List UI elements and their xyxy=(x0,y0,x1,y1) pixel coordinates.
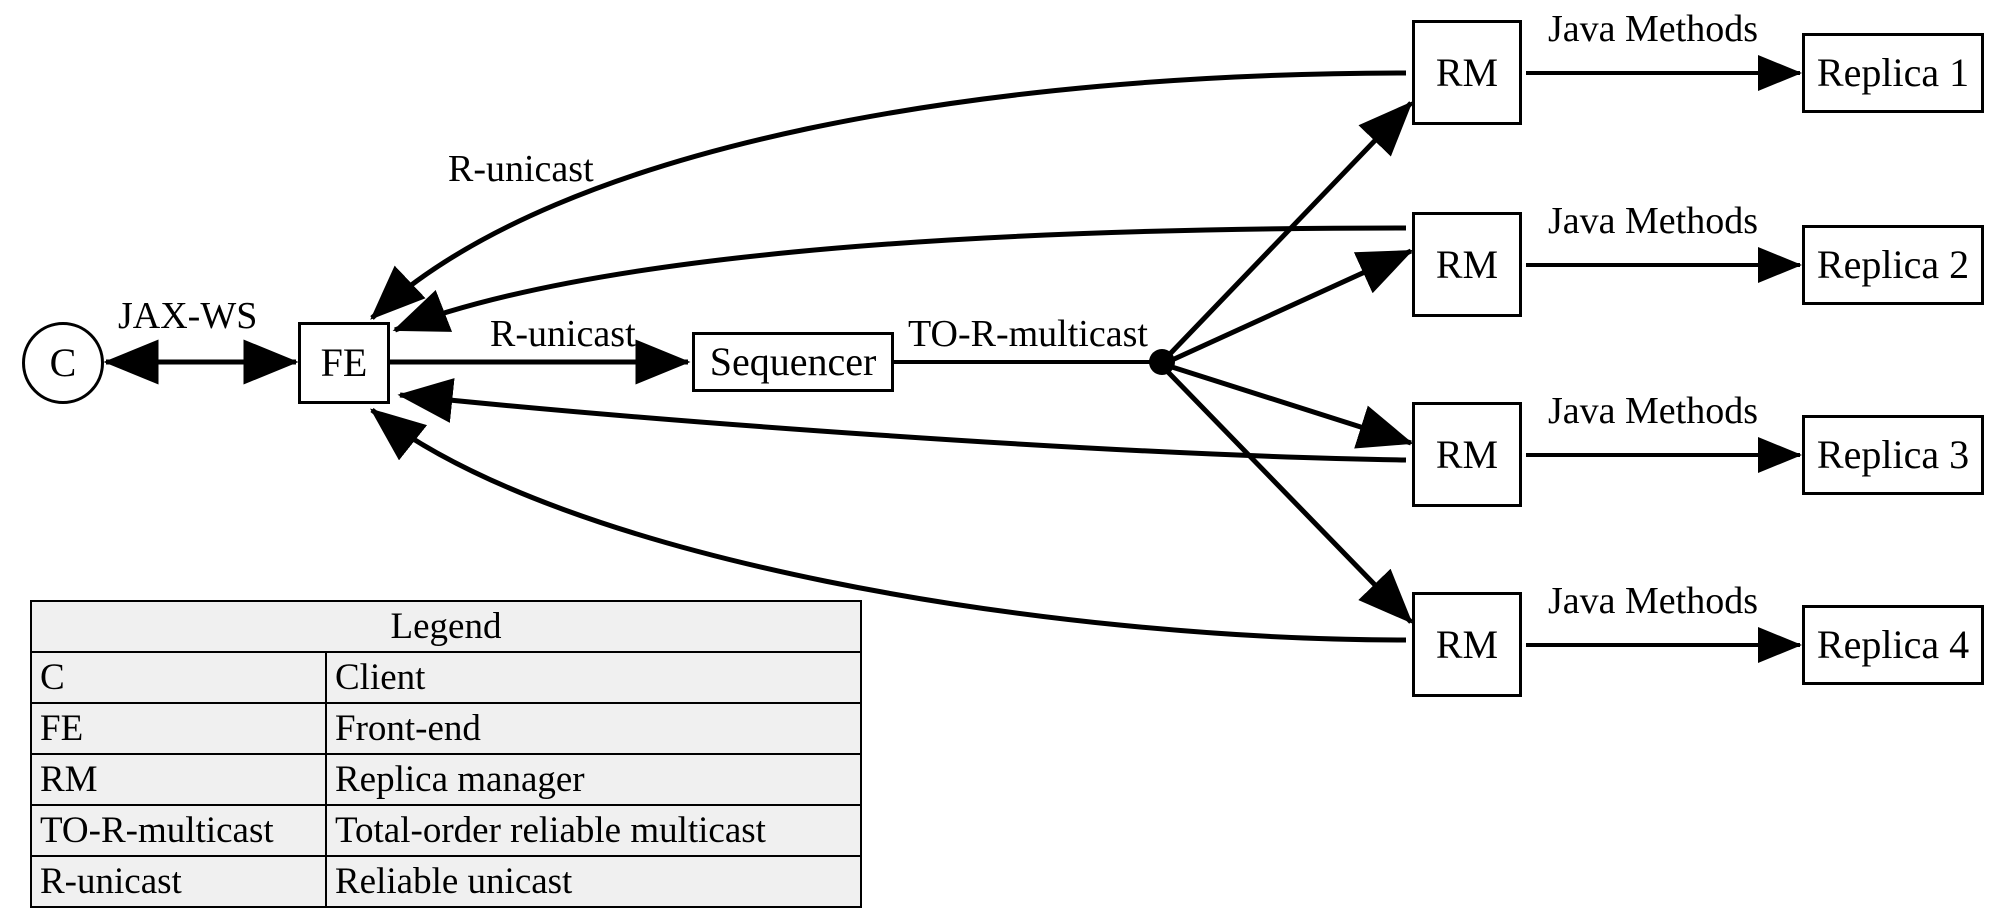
edge-junction-rm2 xyxy=(1170,248,1414,363)
node-rm-1-label: RM xyxy=(1435,49,1499,95)
legend-row: R-unicast Reliable unicast xyxy=(30,855,862,908)
node-rm-2[interactable]: RM xyxy=(1412,212,1522,317)
node-replica-1-label: Replica 1 xyxy=(1816,50,1970,95)
node-replica-3[interactable]: Replica 3 xyxy=(1802,415,1984,495)
legend-key: R-unicast xyxy=(30,855,327,908)
legend-table: Legend C Client FE Front-end RM Replica … xyxy=(30,600,862,908)
legend-value: Replica manager xyxy=(325,753,862,806)
legend-body: C Client FE Front-end RM Replica manager… xyxy=(30,651,862,908)
legend-row: RM Replica manager xyxy=(30,753,862,806)
legend-value: Total-order reliable multicast xyxy=(325,804,862,857)
node-rm-3-label: RM xyxy=(1435,431,1499,477)
legend-row: FE Front-end xyxy=(30,702,862,755)
node-client[interactable]: C xyxy=(22,322,104,404)
node-rm-1[interactable]: RM xyxy=(1412,20,1522,125)
edge-label-java-methods-3: Java Methods xyxy=(1548,390,1759,432)
legend-key: RM xyxy=(30,753,327,806)
legend-title: Legend xyxy=(30,600,862,653)
legend-key: TO-R-multicast xyxy=(30,804,327,857)
legend-key: C xyxy=(30,651,327,704)
edge-rm3-frontend-return xyxy=(397,378,1407,463)
node-replica-3-label: Replica 3 xyxy=(1816,432,1970,477)
node-rm-2-label: RM xyxy=(1435,241,1499,287)
legend-row: TO-R-multicast Total-order reliable mult… xyxy=(30,804,862,857)
node-replica-4[interactable]: Replica 4 xyxy=(1802,605,1984,685)
edge-junction-rm3 xyxy=(1171,364,1414,449)
edge-label-r-unicast-request: R-unicast xyxy=(490,313,636,355)
edge-rm2-frontend-return xyxy=(392,225,1407,333)
edge-label-r-unicast-return: R-unicast xyxy=(448,148,594,190)
edge-label-to-r-multicast: TO-R-multicast xyxy=(908,313,1148,355)
edge-rm1-frontend-return xyxy=(370,70,1407,320)
node-replica-2-label: Replica 2 xyxy=(1816,242,1970,287)
node-rm-4[interactable]: RM xyxy=(1412,592,1522,697)
legend-key: FE xyxy=(30,702,327,755)
node-rm-3[interactable]: RM xyxy=(1412,402,1522,507)
node-replica-4-label: Replica 4 xyxy=(1816,622,1970,667)
legend-value: Reliable unicast xyxy=(325,855,862,908)
node-rm-4-label: RM xyxy=(1435,621,1499,667)
edge-junction-rm4 xyxy=(1166,370,1413,624)
edge-label-java-methods-4: Java Methods xyxy=(1548,580,1759,622)
edge-label-jaxws: JAX-WS xyxy=(118,295,258,337)
edge-label-java-methods-1: Java Methods xyxy=(1548,8,1759,50)
node-frontend-label: FE xyxy=(320,340,368,385)
node-sequencer-label: Sequencer xyxy=(709,339,877,384)
legend-value: Front-end xyxy=(325,702,862,755)
node-replica-2[interactable]: Replica 2 xyxy=(1802,225,1984,305)
edge-rm4-frontend-return xyxy=(370,408,1407,643)
legend-header-row: Legend xyxy=(30,600,862,653)
edge-label-java-methods-2: Java Methods xyxy=(1548,200,1759,242)
legend-row: C Client xyxy=(30,651,862,704)
legend-value: Client xyxy=(325,651,862,704)
node-frontend[interactable]: FE xyxy=(298,322,390,404)
node-replica-1[interactable]: Replica 1 xyxy=(1802,33,1984,113)
node-client-label: C xyxy=(49,340,77,385)
node-sequencer[interactable]: Sequencer xyxy=(692,332,894,392)
